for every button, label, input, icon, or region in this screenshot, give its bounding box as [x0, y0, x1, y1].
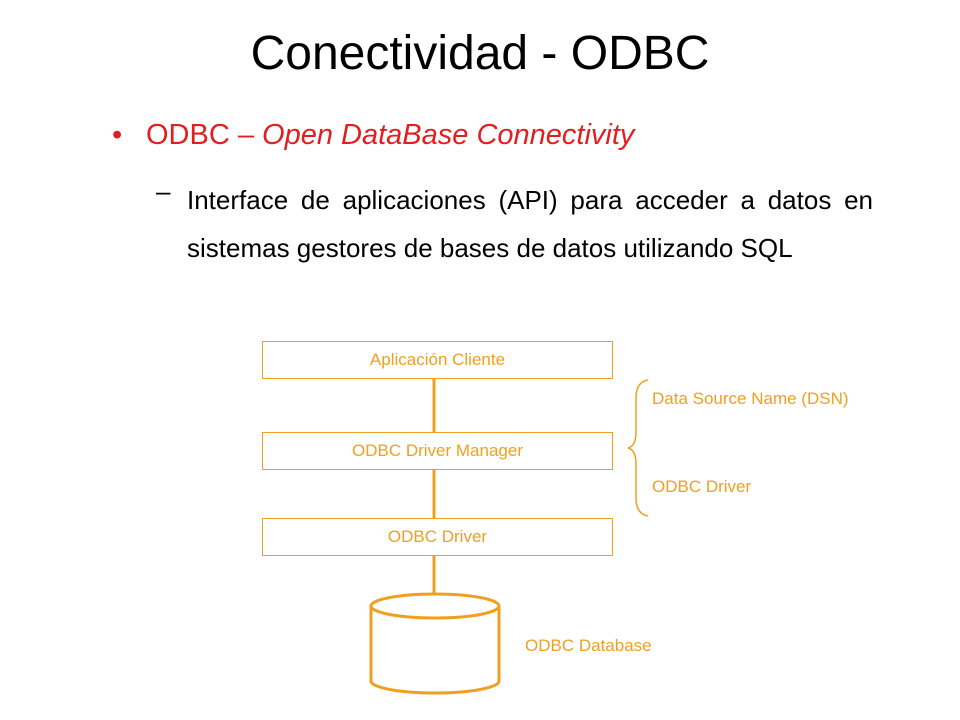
- label-odbc-driver: ODBC Driver: [652, 477, 752, 496]
- label-dsn: Data Source Name (DSN): [652, 389, 849, 408]
- curly-brace-icon: [627, 379, 649, 517]
- database-cylinder-icon: [369, 592, 501, 695]
- slide-title: Conectividad - ODBC: [250, 27, 710, 80]
- bullet-text: ODBC – Open DataBase Connectivity: [146, 118, 634, 153]
- bullet-emphasis: Open DataBase Connectivity: [262, 119, 635, 151]
- bullet-dot-icon: •: [112, 119, 123, 151]
- box-odbc-driver-manager: ODBC Driver Manager: [262, 432, 613, 470]
- sub-bullet-dash: –: [156, 176, 171, 206]
- box-aplicacion-cliente: Aplicación Cliente: [262, 341, 613, 379]
- sub-bullet-text: Interface de aplicaciones (API) para acc…: [187, 185, 873, 263]
- bullet-prefix: ODBC –: [146, 119, 263, 151]
- label-odbc-database: ODBC Database: [525, 636, 652, 655]
- box-odbc-driver: ODBC Driver: [262, 518, 613, 556]
